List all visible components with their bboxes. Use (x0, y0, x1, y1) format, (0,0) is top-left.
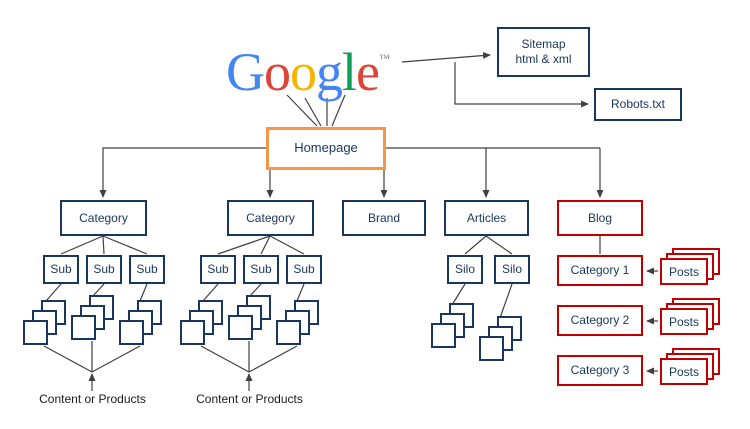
page-square (431, 323, 456, 348)
sitemap-label-line1: Sitemap (521, 37, 566, 51)
page-stack-icon (478, 316, 522, 362)
google-letter: G (226, 42, 265, 102)
content-or-products-label-1: Content or Products (39, 392, 146, 406)
sub-label: Sub (136, 262, 158, 276)
sub-label: Sub (207, 262, 229, 276)
posts-label: Posts (660, 258, 708, 285)
category-node-a: Category (60, 200, 147, 236)
sub-node: Sub (43, 255, 79, 284)
sub-label: Sub (293, 262, 315, 276)
page-stack-icon (70, 295, 114, 341)
blog-category-label: Category 2 (570, 313, 630, 327)
posts-stack: Posts (658, 348, 720, 388)
category-node-b: Category (227, 200, 314, 236)
sitemap-label-line2: html & xml (515, 52, 572, 66)
google-letter: o (290, 42, 317, 102)
page-square (71, 315, 96, 340)
silo-label: Silo (454, 262, 475, 276)
posts-label: Posts (660, 358, 708, 385)
homepage-label: Homepage (294, 140, 358, 156)
google-logo: Google™ (226, 24, 416, 102)
sub-label: Sub (50, 262, 72, 276)
brand-label: Brand (367, 210, 401, 225)
blog-category-node-1: Category 1 (557, 255, 643, 286)
brand-node: Brand (342, 200, 426, 236)
page-stack-icon (118, 300, 162, 346)
page-square (180, 320, 205, 345)
sub-node: Sub (200, 255, 236, 284)
sub-label: Sub (93, 262, 115, 276)
blog-category-node-2: Category 2 (557, 305, 643, 336)
google-letter: o (264, 42, 291, 102)
sub-node: Sub (243, 255, 279, 284)
articles-node: Articles (444, 200, 529, 236)
blog-category-label: Category 1 (570, 263, 630, 277)
page-square (479, 336, 504, 361)
silo-label: Silo (501, 262, 522, 276)
page-stack-icon (22, 300, 66, 346)
sub-node: Sub (129, 255, 165, 284)
page-square (119, 320, 144, 345)
sub-label: Sub (250, 262, 272, 276)
page-stack-icon (179, 300, 223, 346)
blog-label: Blog (587, 210, 613, 225)
posts-label: Posts (660, 308, 708, 335)
silo-node: Silo (447, 255, 483, 284)
sub-node: Sub (86, 255, 122, 284)
page-stack-icon (275, 300, 319, 346)
posts-stack: Posts (658, 248, 720, 288)
page-stack-icon (430, 303, 474, 349)
blog-node: Blog (557, 200, 643, 236)
robots-label: Robots.txt (610, 97, 666, 111)
category-label: Category (79, 210, 128, 225)
sub-node: Sub (286, 255, 322, 284)
trademark-symbol: ™ (378, 53, 390, 65)
category-label: Category (246, 210, 295, 225)
articles-label: Articles (466, 210, 507, 225)
homepage-node: Homepage (266, 127, 386, 170)
google-letter: e (356, 42, 380, 102)
google-letter: l (342, 42, 357, 102)
blog-category-label: Category 3 (570, 363, 630, 377)
robots-node: Robots.txt (594, 88, 682, 121)
page-square (228, 315, 253, 340)
page-square (276, 320, 301, 345)
google-letter: g (316, 42, 343, 102)
sitemap-node: Sitemap html & xml (497, 27, 590, 77)
blog-category-node-3: Category 3 (557, 355, 643, 386)
page-square (23, 320, 48, 345)
posts-stack: Posts (658, 298, 720, 338)
silo-node: Silo (494, 255, 530, 284)
content-or-products-label-2: Content or Products (196, 392, 303, 406)
page-stack-icon (227, 295, 271, 341)
